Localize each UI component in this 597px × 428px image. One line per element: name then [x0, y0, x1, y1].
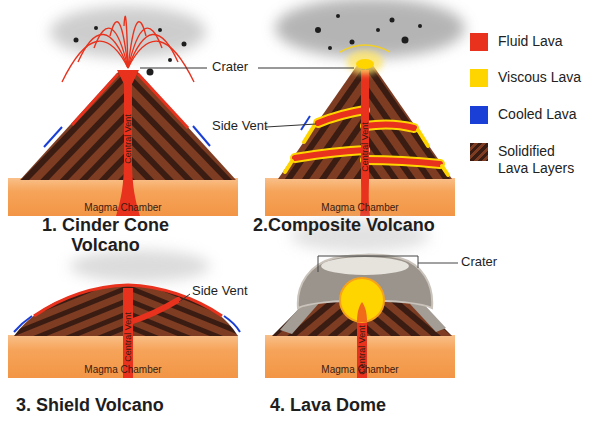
- chamber-label: Magma Chamber: [84, 364, 161, 375]
- magma-chamber: Magma Chamber: [265, 335, 455, 378]
- viscous-lava: [304, 126, 314, 142]
- legend-item: Solidified Lava Layers: [470, 143, 588, 177]
- lava-flow: [72, 74, 118, 125]
- volcano-title: 2.Composite Volcano: [253, 216, 483, 236]
- volcano-title: 4. Lava Dome: [270, 396, 440, 416]
- side-vent-lava: [130, 300, 178, 322]
- leader-line: [266, 124, 316, 127]
- lava-fountain: [62, 16, 194, 82]
- vent-label: Central Vent: [123, 114, 133, 164]
- vent-region: Central Vent: [118, 300, 138, 374]
- legend-swatch: [470, 33, 488, 51]
- leader-line: [140, 68, 207, 69]
- vent-lava: [116, 70, 140, 216]
- viscous-lava: [418, 130, 428, 146]
- cooled-lava: [44, 127, 62, 147]
- callout-label: Crater: [461, 255, 521, 269]
- lava-dome: [265, 220, 458, 378]
- vent-region: Central Vent: [118, 102, 138, 176]
- legend-swatch: [470, 143, 488, 161]
- legend-swatch: [470, 106, 488, 124]
- composite-volcano: [140, 0, 465, 216]
- legend-label: Cooled Lava: [498, 106, 588, 123]
- legend-item: Cooled Lava: [470, 106, 588, 124]
- legend: Fluid LavaViscous LavaCooled LavaSolidif…: [470, 33, 595, 193]
- magma-chamber: Magma Chamber: [8, 335, 238, 378]
- legend-label: Viscous Lava: [498, 69, 588, 86]
- vent-region: Central Vent: [355, 116, 375, 178]
- magma-chamber-shape: [265, 178, 455, 216]
- smoke-cloud: [70, 250, 210, 282]
- chamber-label: Magma Chamber: [321, 202, 398, 213]
- viscous-lava: [285, 161, 292, 172]
- legend-label: Fluid Lava: [498, 33, 588, 50]
- viscous-lava: [340, 278, 384, 322]
- cooled-lava: [14, 316, 32, 332]
- chamber-label: Magma Chamber: [84, 202, 161, 213]
- vent-label: Central Vent: [123, 312, 133, 362]
- leader-line: [179, 294, 190, 302]
- lava-layers: [278, 64, 365, 179]
- crater-lava: [356, 59, 374, 69]
- smoke-cloud: [275, 0, 465, 58]
- chamber-label: Magma Chamber: [321, 364, 398, 375]
- vent-lava: [357, 302, 367, 322]
- cooled-lava: [193, 126, 210, 146]
- callout-label: Side Vent: [192, 284, 262, 298]
- cooled-lava: [301, 116, 310, 130]
- legend-item: Viscous Lava: [470, 69, 588, 87]
- callout-label: Crater: [212, 60, 258, 74]
- lava-layers: [365, 64, 452, 179]
- callout-label: Side Vent: [212, 119, 272, 133]
- lava-layers: [14, 286, 128, 336]
- crater-glow: [347, 50, 383, 74]
- leader-line: [258, 68, 354, 69]
- legend-swatch: [470, 69, 488, 87]
- shield-volcano: [8, 250, 240, 378]
- viscous-lava: [442, 166, 448, 175]
- lava-layers: [20, 70, 128, 180]
- legend-item: Fluid Lava: [470, 33, 588, 51]
- cooled-lava: [224, 316, 240, 332]
- dome-crater: [321, 257, 409, 275]
- volcano-title: 1. Cinder Cone Volcano: [18, 216, 193, 256]
- volcano-title: 3. Shield Volcano: [16, 396, 226, 416]
- magma-chamber: Magma Chamber: [265, 178, 455, 216]
- leader-line: [318, 256, 458, 272]
- magma-chamber: Magma Chamber: [8, 178, 238, 216]
- vent-lava: [360, 70, 370, 216]
- cinder-cone: [8, 6, 238, 216]
- crater-glow: [340, 45, 390, 52]
- vent-label: Central Vent: [360, 122, 370, 172]
- legend-label: Solidified Lava Layers: [498, 143, 588, 177]
- volcanic-bombs: [315, 14, 422, 50]
- lava-flow: [138, 74, 188, 128]
